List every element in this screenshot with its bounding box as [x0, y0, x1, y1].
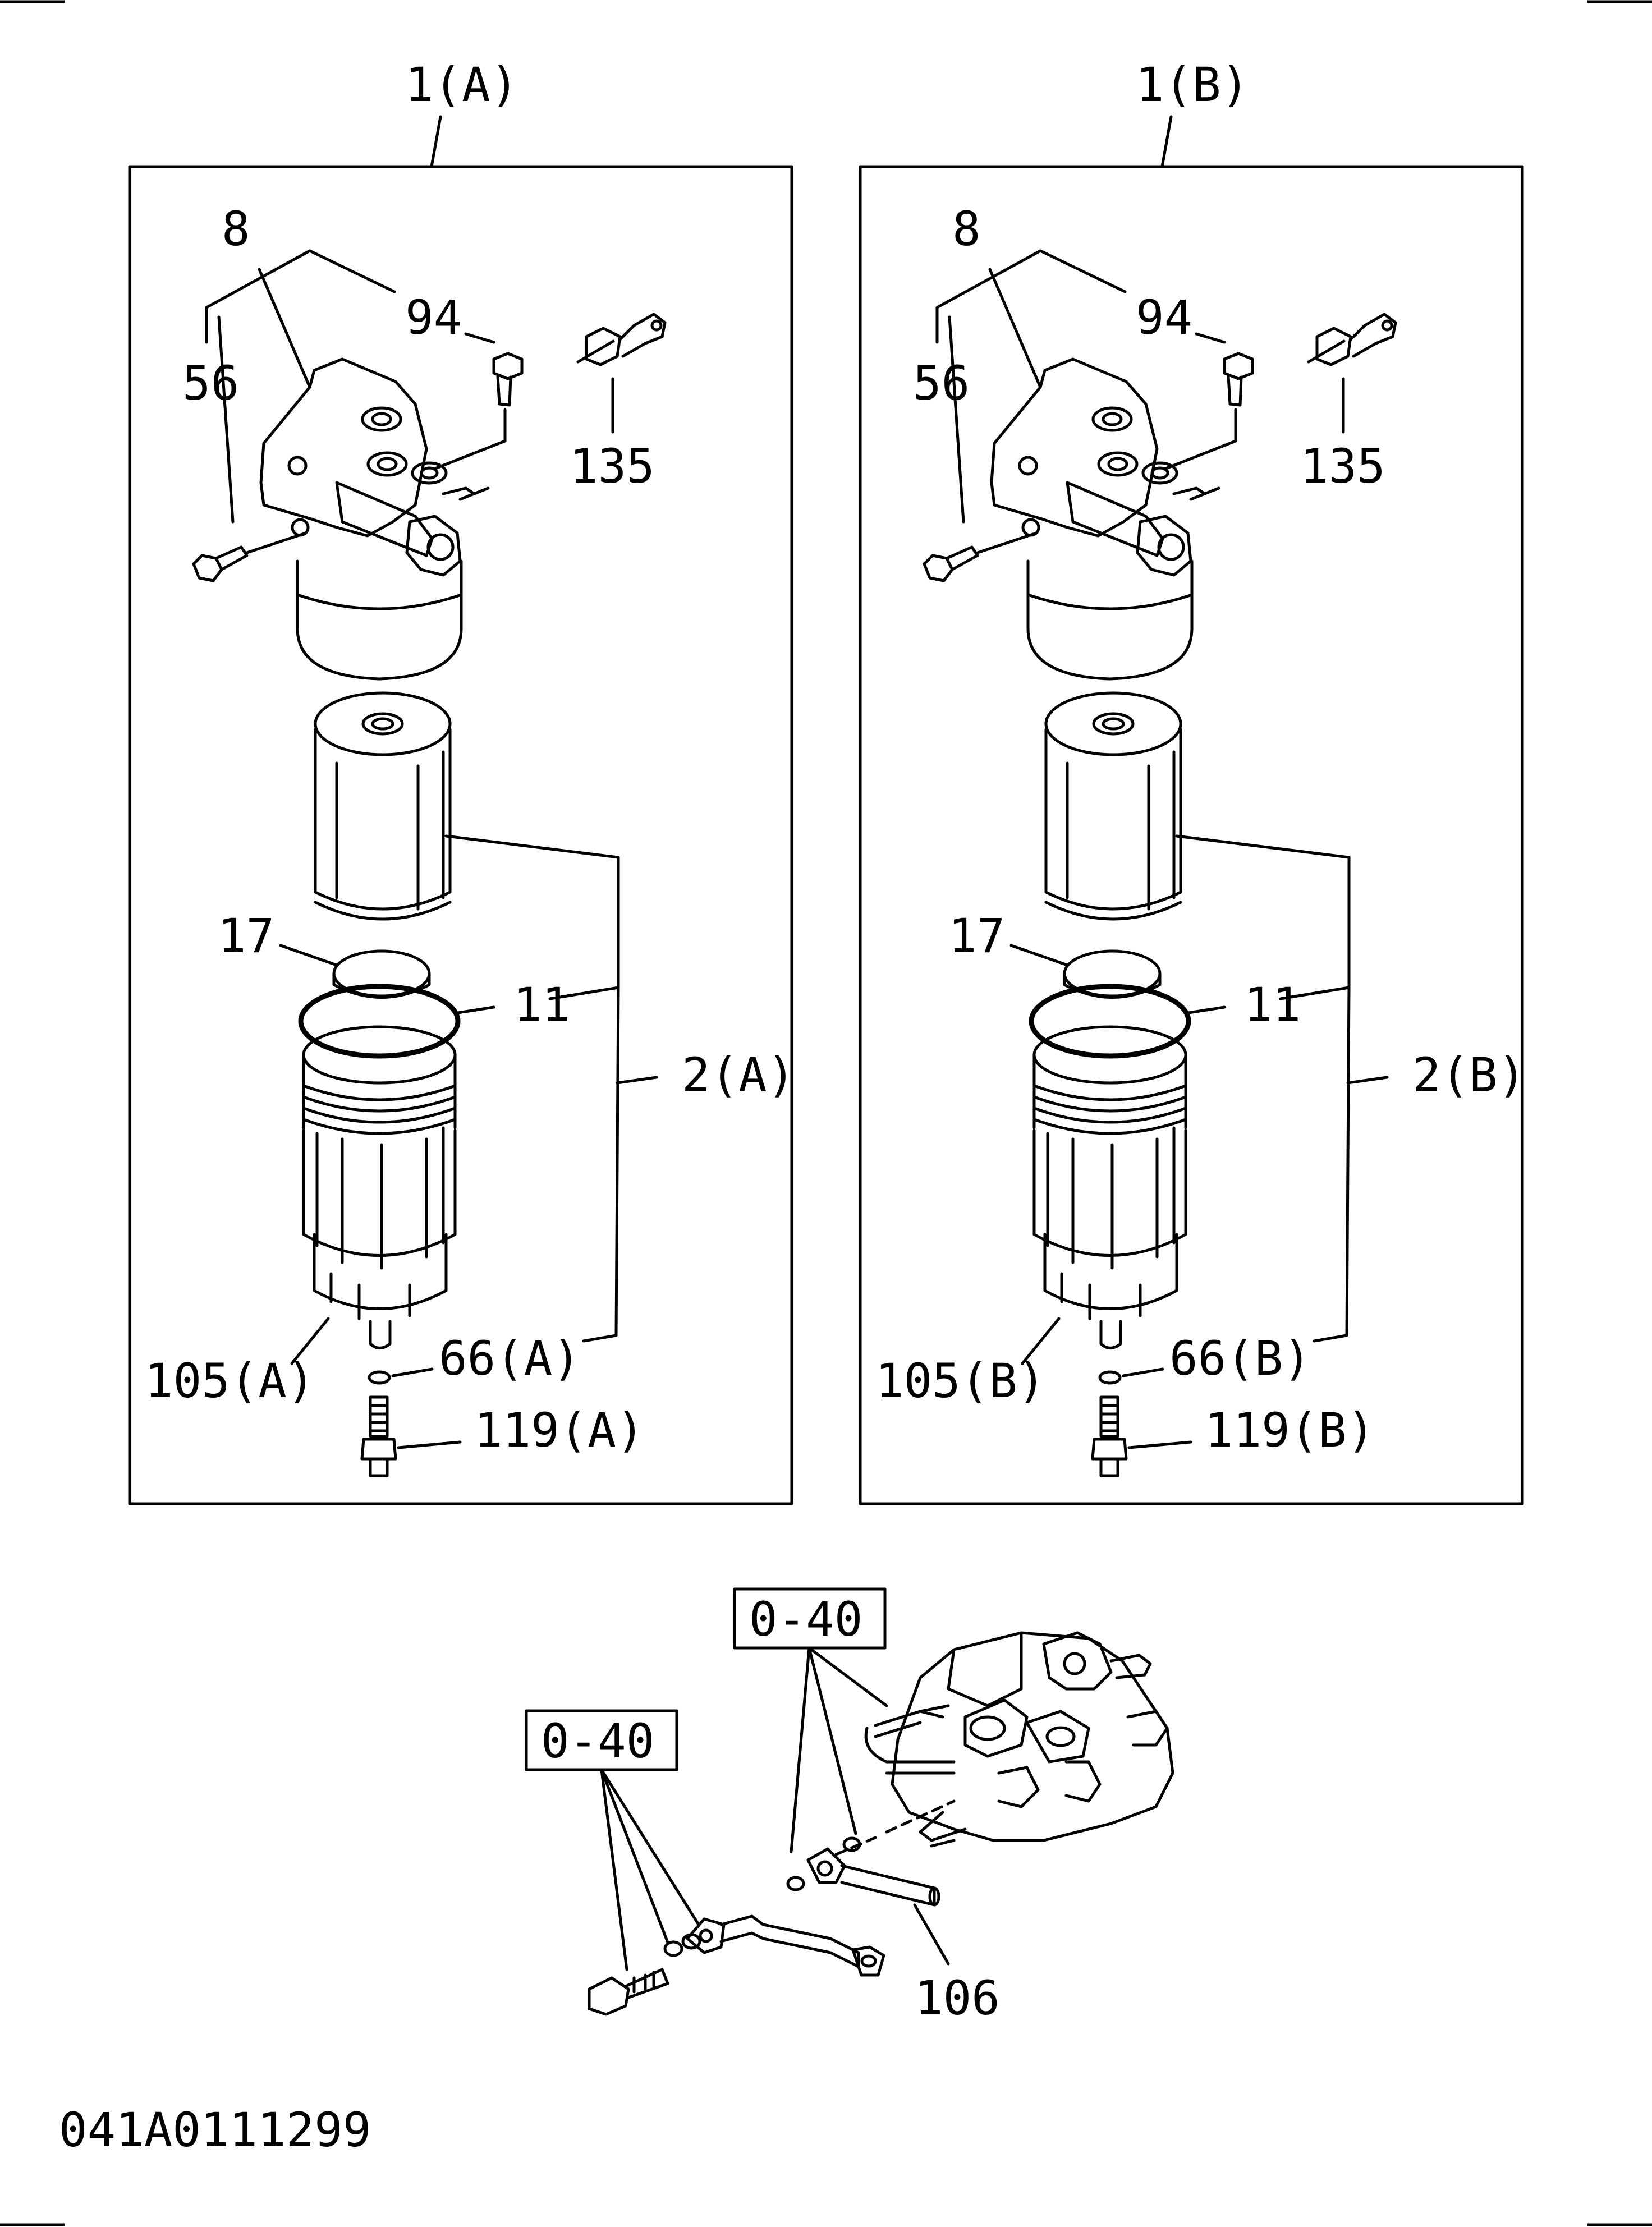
label-2-b: 2(B) [1412, 1048, 1526, 1103]
label-56-a: 56 [182, 356, 239, 411]
o-ring-11-b [1029, 984, 1191, 1059]
banjo-bolt-lower [588, 1968, 669, 2016]
injection-pump [864, 1631, 1174, 1848]
labels-pump: 0-40 0-40 106 [541, 1592, 1000, 2026]
filter-bowl-a [302, 1025, 457, 1349]
fuel-pipe [686, 1914, 885, 1977]
fitting-135-b [1315, 313, 1397, 366]
label-135-a: 135 [570, 439, 655, 494]
document-id: 041A0111299 [59, 2102, 371, 2157]
label-17-b: 17 [948, 908, 1005, 963]
washer-upper [842, 1836, 861, 1852]
drain-plug-119-a [360, 1395, 397, 1477]
label-94-b: 94 [1136, 290, 1192, 345]
label-119-b: 119(B) [1205, 1403, 1375, 1458]
label-bracket-a: 8 [222, 201, 250, 256]
washer-lower [786, 1876, 805, 1891]
assembly-title-a: 1(A) [405, 57, 518, 112]
label-11-a: 11 [513, 977, 570, 1032]
bolt-56-a [192, 545, 249, 582]
label-17-a: 17 [218, 908, 274, 963]
filter-head-b [990, 357, 1220, 681]
ref-label-left: 0-40 [541, 1714, 654, 1769]
label-11-b: 11 [1244, 977, 1301, 1032]
o-ring-11-a [298, 984, 461, 1059]
panel-b-frame [859, 165, 1524, 1505]
assembly-panel-b [859, 115, 1524, 1505]
filter-head-a [259, 357, 490, 681]
labels-panel-a: 1(A) 8 94 56 135 17 11 2(A) 66(A) 105(A)… [145, 57, 795, 1458]
filter-bowl-b [1032, 1025, 1187, 1349]
label-105-a: 105(A) [145, 1353, 315, 1408]
label-119-a: 119(A) [474, 1403, 644, 1458]
label-106: 106 [915, 1971, 1000, 2026]
label-105-b: 105(B) [875, 1353, 1045, 1408]
fitting-135-a [585, 313, 667, 366]
label-56-b: 56 [913, 356, 970, 411]
label-66-a: 66(A) [439, 1331, 581, 1386]
pipe-106 [806, 1847, 940, 1907]
label-2-a: 2(A) [682, 1048, 795, 1103]
filter-element-b [1044, 691, 1182, 921]
o-ring-17-b [1063, 949, 1162, 999]
label-94-a: 94 [405, 290, 462, 345]
o-ring-66-a [368, 1370, 391, 1385]
bolt-56-b [923, 545, 979, 582]
washer-a [663, 1940, 683, 1957]
drain-plug-119-b [1091, 1395, 1128, 1477]
panel-a-frame [128, 165, 793, 1505]
pump-section [525, 1587, 1174, 2016]
filter-element-a [314, 691, 452, 921]
label-bracket-b: 8 [952, 201, 981, 256]
assembly-panel-a [128, 115, 793, 1505]
o-ring-66-b [1098, 1370, 1122, 1385]
label-66-b: 66(B) [1169, 1331, 1311, 1386]
o-ring-17-a [332, 949, 431, 999]
ref-label-right: 0-40 [749, 1592, 862, 1647]
plug-94-a [492, 352, 524, 407]
label-135-b: 135 [1300, 439, 1385, 494]
assembly-title-b: 1(B) [1136, 57, 1249, 112]
plug-94-b [1223, 352, 1254, 407]
labels-panel-b: 1(B) 8 94 56 135 17 11 2(B) 66(B) 105(B)… [875, 57, 1526, 1458]
